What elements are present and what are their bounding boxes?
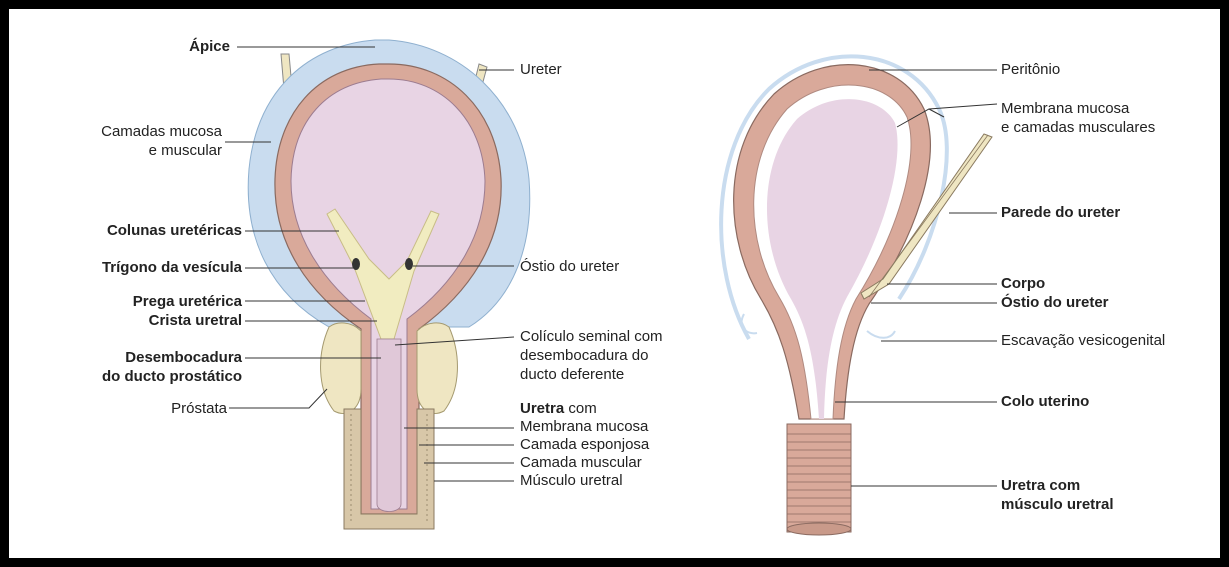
label-colunas-uretericas: Colunas uretéricas xyxy=(107,221,242,240)
label-uretra-rest: com xyxy=(564,400,597,417)
label-parede-ureter: Parede do ureter xyxy=(1001,203,1120,222)
label-desembocadura-line2: do ducto prostático xyxy=(102,367,242,386)
label-musculo-uretral: Músculo uretral xyxy=(520,471,623,490)
label-camadas-line1: Camadas mucosa xyxy=(101,122,222,141)
label-trigono: Trígono da vesícula xyxy=(102,258,242,277)
label-membrana-line1: Membrana mucosa xyxy=(1001,99,1129,118)
label-coliculo-line2: desembocadura do xyxy=(520,346,648,365)
label-crista-uretral: Crista uretral xyxy=(149,311,242,330)
label-ostio-ureter-left: Óstio do ureter xyxy=(520,257,619,276)
label-prostata: Próstata xyxy=(171,399,227,418)
label-ostio-ureter-right: Óstio do ureter xyxy=(1001,293,1109,312)
urethra-female xyxy=(787,424,851,535)
label-escavacao: Escavação vesicogenital xyxy=(1001,331,1165,350)
label-membrana-mucosa: Membrana mucosa xyxy=(520,417,648,436)
prostate-right-lobe xyxy=(417,323,457,414)
label-uretra-com-line2: músculo uretral xyxy=(1001,495,1114,514)
label-camadas-line2: e muscular xyxy=(149,141,222,160)
male-bladder-drawing xyxy=(248,40,530,529)
label-membrana-line2: e camadas musculares xyxy=(1001,118,1155,137)
urethra-lumen xyxy=(377,339,401,512)
label-coliculo-line1: Colículo seminal com xyxy=(520,327,663,346)
label-coliculo-line3: ducto deferente xyxy=(520,365,624,384)
label-apice: Ápice xyxy=(189,37,230,56)
label-desembocadura-line1: Desembocadura xyxy=(125,348,242,367)
label-camada-esponjosa: Camada esponjosa xyxy=(520,435,649,454)
ureteric-orifice-right xyxy=(405,258,413,270)
label-uretra-com-line1: Uretra com xyxy=(1001,476,1080,495)
label-corpo: Corpo xyxy=(1001,274,1045,293)
label-camada-muscular: Camada muscular xyxy=(520,453,642,472)
label-uretra-com: Uretra com xyxy=(520,399,597,418)
female-bladder-drawing xyxy=(721,56,992,535)
prostate-left-lobe xyxy=(321,323,361,414)
figure-canvas: Ápice Camadas mucosa e muscular Colunas … xyxy=(9,9,1220,558)
label-uretra-bold: Uretra xyxy=(520,400,564,417)
label-prega-ureterica: Prega uretérica xyxy=(133,292,242,311)
label-colo-uterino: Colo uterino xyxy=(1001,392,1089,411)
label-peritonio: Peritônio xyxy=(1001,60,1060,79)
label-ureter: Ureter xyxy=(520,60,562,79)
